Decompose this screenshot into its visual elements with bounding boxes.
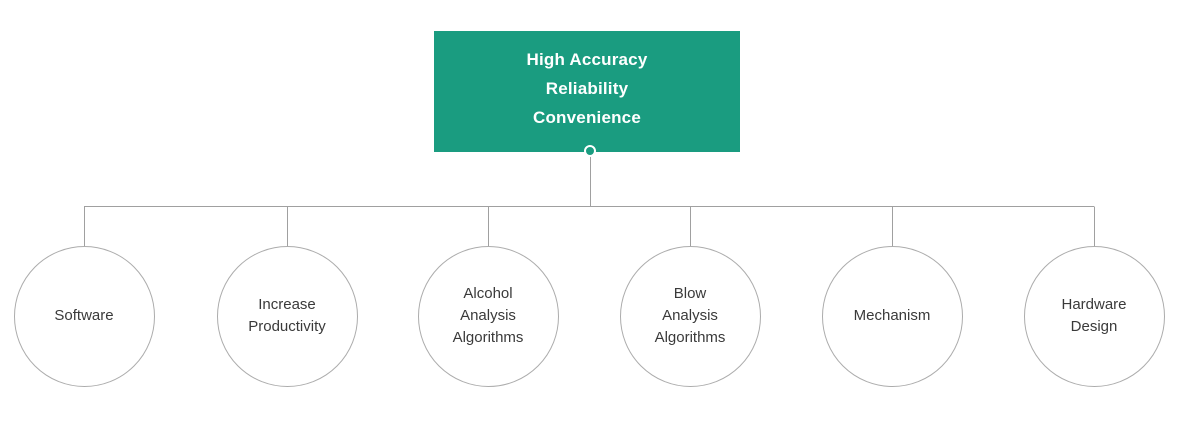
leaf-node-blow-analysis-algorithms[interactable]: Blow Analysis Algorithms — [619, 245, 761, 387]
leaf-label-line-2: Analysis — [460, 307, 516, 324]
leaf-label-line-3: Algorithms — [452, 329, 524, 346]
root-node-box[interactable]: High Accuracy Reliability Convenience — [434, 31, 740, 152]
leaf-label-line-1: Software — [54, 307, 114, 324]
leaf-node-hardware-design[interactable]: Hardware Design — [1023, 245, 1165, 387]
root-node-line-1: High Accuracy — [526, 50, 648, 69]
root-node-line-2: Reliability — [545, 79, 629, 98]
leaf-label-line-1: Increase — [258, 296, 316, 313]
leaf-label-line-2: Analysis — [662, 307, 718, 324]
root-node-line-3: Convenience — [532, 108, 641, 127]
leaf-node-increase-productivity[interactable]: Increase Productivity — [216, 245, 358, 387]
leaf-label-line-1: Hardware — [1061, 296, 1127, 313]
leaf-label-line-3: Algorithms — [654, 329, 726, 346]
leaf-label-line-1: Blow — [673, 285, 707, 302]
leaf-label-line-1: Alcohol — [463, 285, 513, 302]
leaf-node-mechanism[interactable]: Mechanism — [821, 245, 963, 387]
root-connector-dot — [584, 145, 596, 157]
leaf-label-line-2: Productivity — [248, 318, 326, 335]
leaf-label-line-2: Design — [1070, 318, 1118, 335]
leaf-node-software[interactable]: Software — [13, 245, 155, 387]
leaf-label-line-1: Mechanism — [853, 307, 931, 324]
leaf-node-alcohol-analysis-algorithms[interactable]: Alcohol Analysis Algorithms — [417, 245, 559, 387]
